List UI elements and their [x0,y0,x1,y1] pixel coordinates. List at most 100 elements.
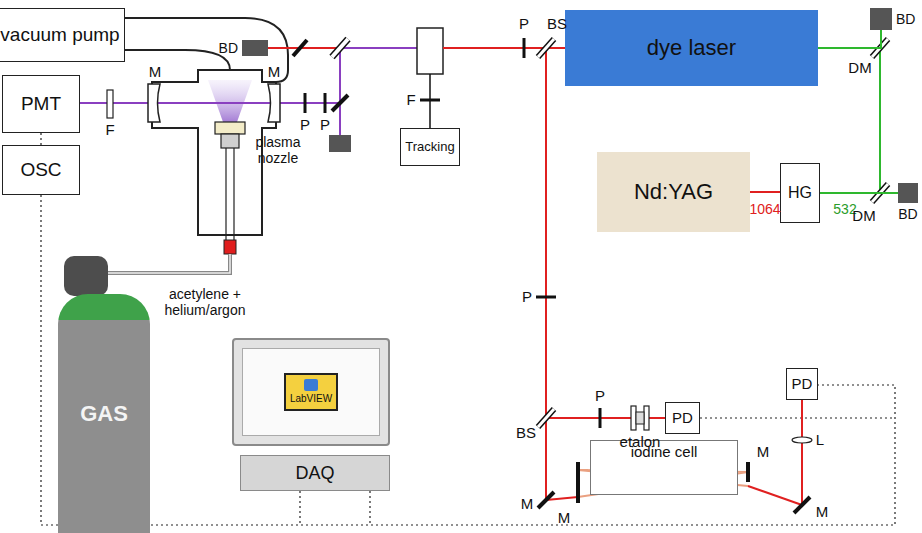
node-text: BD [898,206,917,222]
mirror [293,40,307,56]
pump-beam [879,48,881,193]
part-label: P [522,288,532,305]
part-label: M [268,63,281,80]
plasma-plume [208,80,252,122]
part-label: DM [852,207,875,224]
part-label: M [149,63,162,80]
part-label: P [595,387,605,404]
beam-splitter [538,39,554,57]
part-label: P [320,116,330,133]
laser-beam [748,486,802,505]
mirror [332,95,348,111]
laser-box: Nd:YAG [597,152,750,232]
crystal [417,28,443,74]
polarizer [304,93,307,113]
node-text: PD [672,409,693,426]
node-text: PMT [21,93,61,115]
beam-dump [329,135,351,152]
node-text: LabVIEW [290,393,332,405]
beam-splitter [332,39,348,57]
signal-wires [41,195,895,525]
part-label: M [816,503,829,520]
etalon-plate [644,406,649,430]
laser-beam [801,400,803,505]
part-label: F [406,91,415,108]
part-label: acetylene + helium/argon [153,286,257,318]
laser-beam [268,47,340,49]
laser-beam [340,47,417,49]
signal-wire [300,491,370,525]
polarizer [523,38,526,58]
beam-splitter [538,409,554,427]
etalon-plate [631,406,636,430]
logo-mark [304,379,318,391]
node-text: HG [788,184,812,202]
cavity-mirror [268,84,280,122]
polarizer [536,296,556,299]
lens [792,437,812,443]
node-text: GAS [80,401,128,426]
pump-box: vacuum pump [0,8,125,62]
nozzle-head [215,122,245,134]
part-label: etalon [620,433,661,450]
beam-connector [40,133,41,145]
node-text: Nd:YAG [634,179,713,204]
beam-dump: BD [870,8,892,30]
beam-dump: BD [898,183,918,203]
node-text: BD [219,40,238,56]
mirror [746,462,750,482]
scope-box: OSC [2,145,80,195]
node-text: dye laser [647,35,736,60]
mirror [794,497,810,513]
part-label: M [521,495,534,512]
vacuum-chamber [152,70,276,235]
mirror [576,462,580,503]
beam-splitter [332,39,348,57]
laser-beam [339,48,341,135]
node-text: OSC [20,159,61,181]
cylinder-cap [64,256,108,296]
probe-beam [80,102,340,104]
beam-connector [820,192,898,194]
polarizer [324,93,327,113]
node-text: vacuum pump [0,24,119,46]
laser-box: dye laser [565,10,818,86]
signal-wire [700,417,895,418]
photodiode: PD [665,402,700,434]
valve [224,240,236,254]
node-text: Tracking [405,140,454,155]
part-label: plasma nozzle [250,134,306,166]
node-text: PD [792,375,813,392]
part-label: M [558,509,571,526]
beam-connector [818,30,881,48]
daq-box: DAQ [240,455,390,491]
mirror [538,492,554,508]
beam-splitter [538,39,554,57]
filter [420,99,440,102]
tracking-box: Tracking [400,128,460,166]
gas-line [108,254,230,273]
wavelength-label: 1064 [749,201,780,217]
laser-beam [545,48,547,500]
part-label: P [519,15,529,32]
part-label: F [105,121,114,138]
beam-dump: BD [242,40,268,56]
filter [107,90,113,118]
gas-cylinder: GAS [58,294,150,533]
harmonic-generator: HG [780,163,820,223]
photodiode: PD [786,368,818,400]
part-label: M [757,443,770,460]
node-text: DAQ [295,463,334,484]
detector-box: PMT [2,75,80,133]
node-text: BD [896,11,915,27]
part-label: BS [547,15,567,32]
part-label: P [300,116,310,133]
vacuum-pipe [118,50,230,70]
etalon-spacer [636,412,644,424]
nozzle-body [221,134,239,148]
beam-connector [750,191,780,193]
part-label: L [816,431,824,448]
beam-splitter [538,409,554,427]
polarizer [599,408,602,428]
